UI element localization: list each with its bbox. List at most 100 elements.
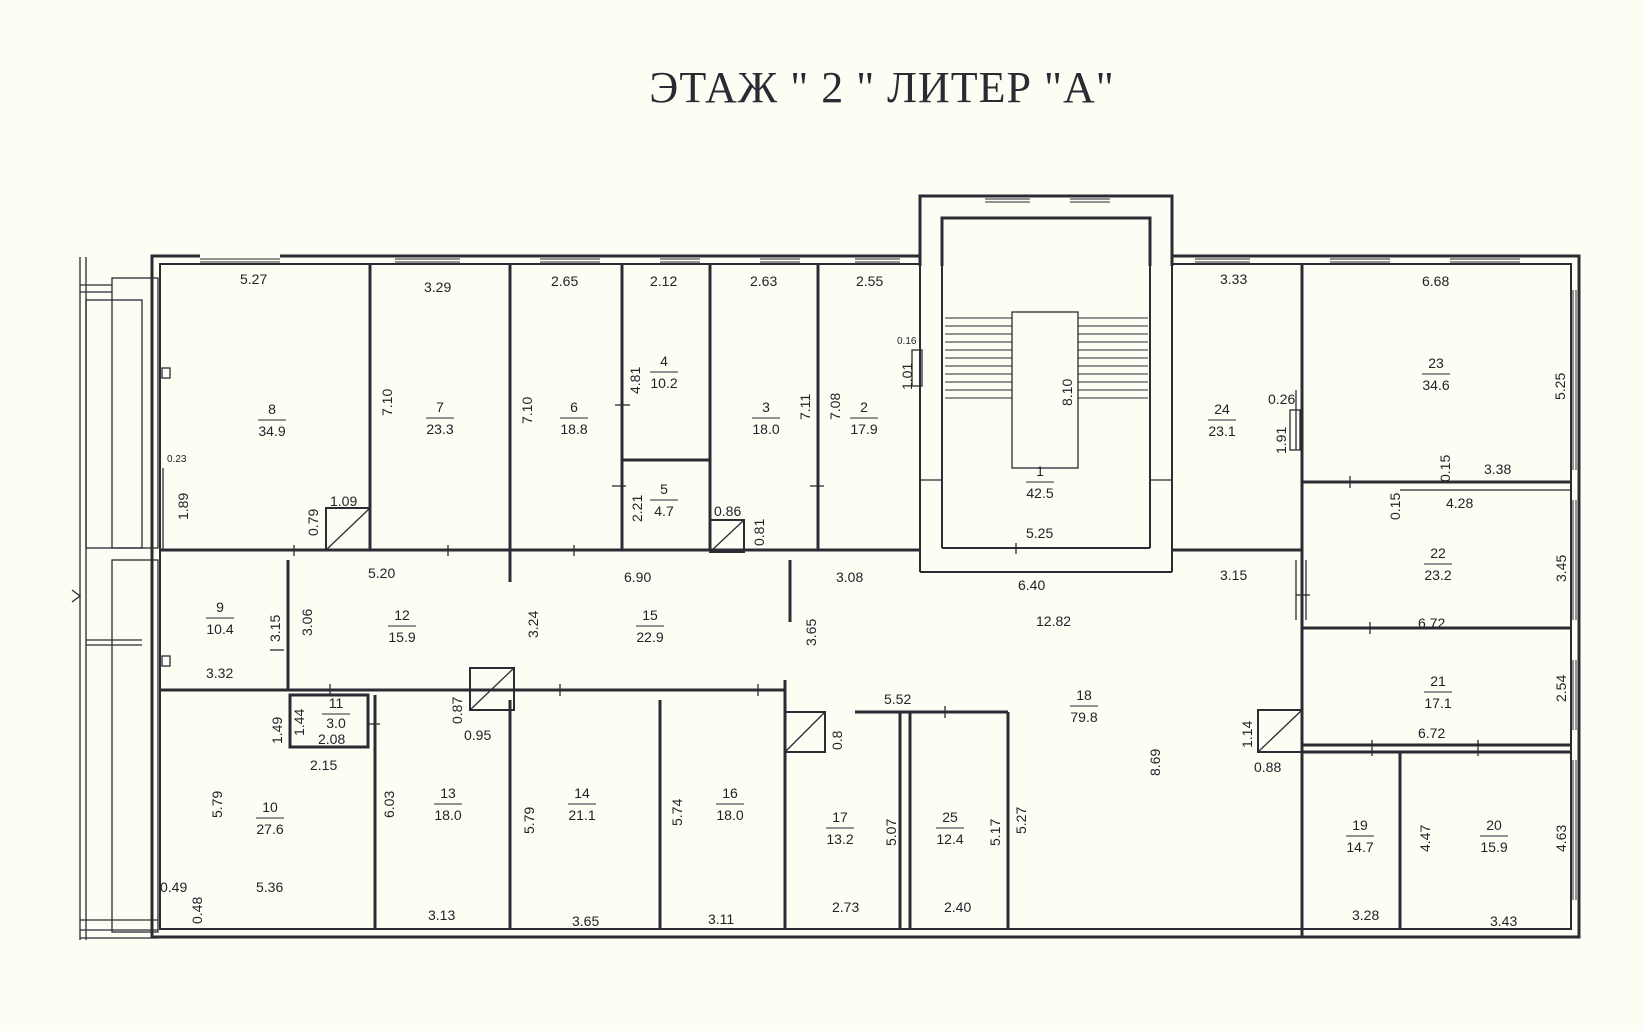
svg-text:7.11: 7.11 [797, 394, 813, 420]
svg-text:2.21: 2.21 [629, 495, 645, 522]
svg-text:2.55: 2.55 [856, 273, 883, 289]
svg-text:79.8: 79.8 [1070, 709, 1097, 725]
svg-text:25: 25 [942, 809, 958, 825]
svg-text:6.72: 6.72 [1418, 615, 1445, 631]
svg-text:42.5: 42.5 [1026, 485, 1053, 501]
svg-text:2: 2 [860, 399, 868, 415]
svg-text:18.0: 18.0 [716, 807, 743, 823]
left-annex [71, 257, 159, 940]
svg-text:0.49: 0.49 [160, 879, 187, 895]
svg-text:23.2: 23.2 [1424, 567, 1451, 583]
svg-text:3.28: 3.28 [1352, 907, 1379, 923]
room-17: 17 13.2 [826, 809, 854, 847]
svg-text:18.0: 18.0 [434, 807, 461, 823]
svg-text:3: 3 [762, 399, 770, 415]
svg-text:3.45: 3.45 [1553, 555, 1569, 582]
room-9: 910.4 [206, 599, 234, 637]
room-3: 318.0 [752, 399, 780, 437]
svg-text:5.79: 5.79 [209, 791, 225, 818]
room-10: 10 27.6 [256, 799, 284, 837]
svg-text:5.36: 5.36 [256, 879, 283, 895]
room-1: 142.5 [1026, 463, 1054, 501]
svg-text:8.10: 8.10 [1059, 379, 1075, 406]
svg-text:17: 17 [832, 809, 848, 825]
dimension-labels: 5.27 3.29 2.65 2.12 2.63 2.55 3.33 6.68 … [160, 271, 1569, 929]
room-18: 18 79.8 [1070, 687, 1098, 725]
svg-text:6: 6 [570, 399, 578, 415]
svg-text:13.2: 13.2 [826, 831, 853, 847]
room-6: 618.8 [560, 399, 588, 437]
svg-text:4.7: 4.7 [654, 503, 674, 519]
svg-text:3.13: 3.13 [428, 907, 455, 923]
svg-text:10.2: 10.2 [650, 375, 677, 391]
svg-text:4.81: 4.81 [627, 367, 643, 394]
svg-text:14: 14 [574, 785, 590, 801]
room-22: 22 23.2 [1424, 545, 1452, 583]
svg-text:7.10: 7.10 [379, 389, 395, 416]
svg-text:3.33: 3.33 [1220, 271, 1247, 287]
svg-text:5.20: 5.20 [368, 565, 395, 581]
svg-text:1.14: 1.14 [1239, 721, 1255, 748]
svg-text:0.23: 0.23 [167, 454, 187, 465]
svg-text:10: 10 [262, 799, 278, 815]
svg-text:5.07: 5.07 [883, 819, 899, 846]
svg-text:27.6: 27.6 [256, 821, 283, 837]
room-5: 54.7 [650, 481, 678, 519]
svg-text:3.15: 3.15 [267, 615, 283, 642]
svg-text:10.4: 10.4 [206, 621, 233, 637]
svg-text:24: 24 [1214, 401, 1230, 417]
svg-text:2.73: 2.73 [832, 899, 859, 915]
svg-text:18.0: 18.0 [752, 421, 779, 437]
svg-text:4.47: 4.47 [1417, 825, 1433, 852]
svg-text:3.0: 3.0 [326, 715, 346, 731]
svg-text:3.29: 3.29 [424, 279, 451, 295]
svg-text:18: 18 [1076, 687, 1092, 703]
room-8: 834.9 [258, 401, 286, 439]
svg-text:0.88: 0.88 [1254, 759, 1281, 775]
svg-text:19: 19 [1352, 817, 1368, 833]
svg-text:15.9: 15.9 [1480, 839, 1507, 855]
svg-text:1.49: 1.49 [269, 717, 285, 744]
svg-text:3.43: 3.43 [1490, 913, 1517, 929]
svg-text:16: 16 [722, 785, 738, 801]
svg-text:0.81: 0.81 [751, 519, 767, 546]
svg-text:23: 23 [1428, 355, 1444, 371]
svg-text:1.44: 1.44 [291, 709, 307, 736]
svg-text:23.3: 23.3 [426, 421, 453, 437]
svg-text:1.91: 1.91 [1273, 427, 1289, 454]
svg-text:18.8: 18.8 [560, 421, 587, 437]
interior-walls [160, 264, 1571, 937]
svg-text:4.63: 4.63 [1553, 825, 1569, 852]
svg-text:0.87: 0.87 [449, 697, 465, 724]
svg-text:8: 8 [268, 401, 276, 417]
svg-text:5.25: 5.25 [1026, 525, 1053, 541]
room-7: 723.3 [426, 399, 454, 437]
room-4: 410.2 [650, 353, 678, 391]
svg-text:6.68: 6.68 [1422, 273, 1449, 289]
svg-text:1.09: 1.09 [330, 493, 357, 509]
svg-text:5.74: 5.74 [669, 799, 685, 826]
svg-text:0.26: 0.26 [1268, 391, 1295, 407]
svg-text:2.65: 2.65 [551, 273, 578, 289]
room-16: 16 18.0 [716, 785, 744, 823]
stair-flights [920, 311, 1172, 481]
plan-title: ЭТАЖ " 2 " ЛИТЕР "А" [649, 63, 1115, 112]
svg-text:7: 7 [436, 399, 444, 415]
svg-text:1.01: 1.01 [899, 363, 915, 390]
svg-text:11: 11 [329, 695, 344, 711]
svg-text:0.15: 0.15 [1387, 493, 1403, 520]
svg-text:3.32: 3.32 [206, 665, 233, 681]
svg-text:8.69: 8.69 [1147, 749, 1163, 776]
svg-text:22: 22 [1430, 545, 1446, 561]
svg-text:3.65: 3.65 [803, 619, 819, 646]
svg-text:3.15: 3.15 [1220, 567, 1247, 583]
svg-text:2.54: 2.54 [1553, 675, 1569, 702]
svg-text:7.08: 7.08 [827, 393, 843, 420]
svg-text:3.65: 3.65 [572, 913, 599, 929]
svg-text:12: 12 [394, 607, 410, 623]
